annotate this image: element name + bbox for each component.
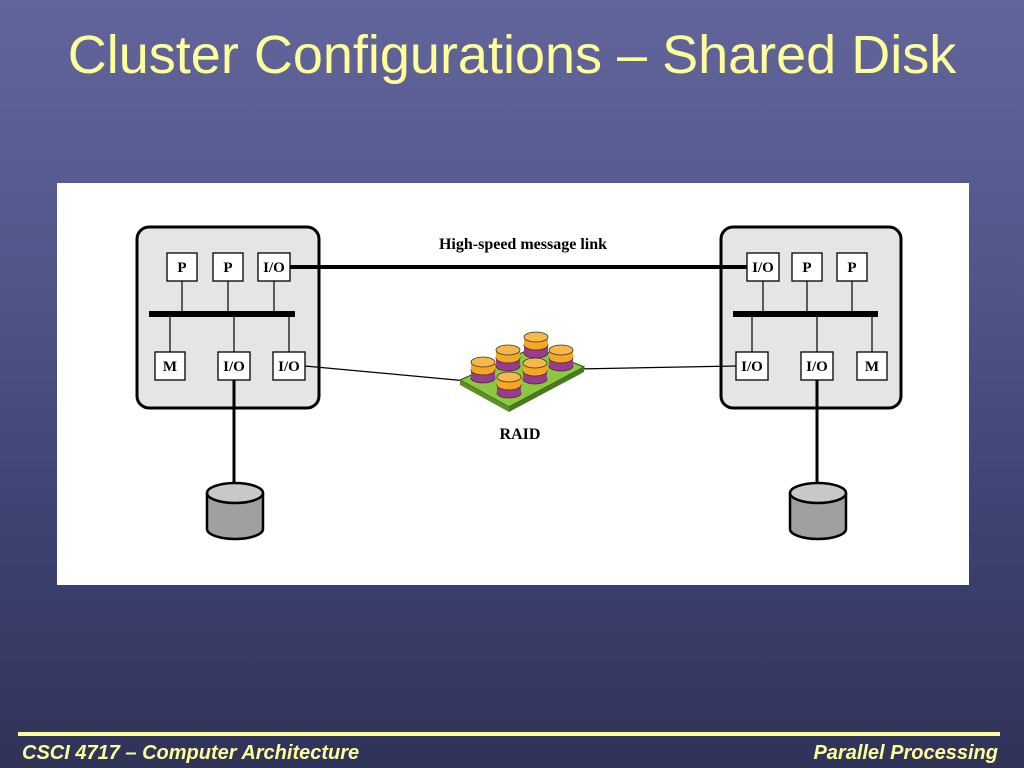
left-component-p2-label: P xyxy=(223,260,232,276)
left-component-io-top: I/O xyxy=(257,252,291,282)
left-component-io1-label: I/O xyxy=(223,359,245,375)
left-component-m: M xyxy=(154,351,186,381)
right-component-m: M xyxy=(856,351,888,381)
message-link-label: High-speed message link xyxy=(439,236,607,253)
right-component-io-top: I/O xyxy=(746,252,780,282)
raid-board-side xyxy=(460,380,509,412)
right-component-io1: I/O xyxy=(735,351,769,381)
raid-label: RAID xyxy=(500,426,541,443)
left-raid-connector xyxy=(304,365,468,382)
left-component-io1: I/O xyxy=(217,351,251,381)
right-raid-connector xyxy=(576,365,737,370)
raid-array-icon xyxy=(458,331,586,412)
shared-disk-diagram: P P I/O M I/O I/O xyxy=(57,183,969,585)
left-component-p2: P xyxy=(212,252,244,282)
raid-disk-stack xyxy=(470,331,574,399)
raid-disk xyxy=(522,357,548,385)
right-component-p2: P xyxy=(836,252,868,282)
right-component-io1-label: I/O xyxy=(741,359,763,375)
raid-board-front xyxy=(509,367,584,412)
left-component-io2: I/O xyxy=(272,351,306,381)
footer-divider xyxy=(18,732,1000,736)
left-disk-icon xyxy=(205,481,265,541)
raid-disk xyxy=(548,344,574,372)
raid-disk xyxy=(495,344,521,372)
right-component-p2-label: P xyxy=(847,260,856,276)
raid-disk xyxy=(470,356,496,384)
left-component-m-label: M xyxy=(163,359,177,375)
left-component-io2-label: I/O xyxy=(278,359,300,375)
left-component-p1: P xyxy=(166,252,198,282)
right-component-io2: I/O xyxy=(800,351,834,381)
raid-disk xyxy=(523,331,549,359)
footer-topic: Parallel Processing xyxy=(813,742,998,764)
diagram-canvas: P P I/O M I/O I/O xyxy=(135,225,903,541)
right-disk-icon xyxy=(788,481,848,541)
left-component-p1-label: P xyxy=(177,260,186,276)
left-component-io-top-label: I/O xyxy=(263,260,285,276)
right-component-io2-label: I/O xyxy=(806,359,828,375)
right-component-p1: P xyxy=(791,252,823,282)
slide-title: Cluster Configurations – Shared Disk xyxy=(67,25,957,85)
right-component-io-top-label: I/O xyxy=(752,260,774,276)
right-component-m-label: M xyxy=(865,359,879,375)
raid-disk xyxy=(496,371,522,399)
footer-course: CSCI 4717 – Computer Architecture xyxy=(22,742,360,764)
right-component-p1-label: P xyxy=(802,260,811,276)
